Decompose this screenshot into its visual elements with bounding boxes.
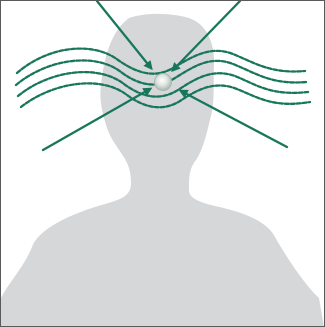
focus-point — [155, 74, 172, 91]
human-silhouette — [1, 14, 324, 327]
